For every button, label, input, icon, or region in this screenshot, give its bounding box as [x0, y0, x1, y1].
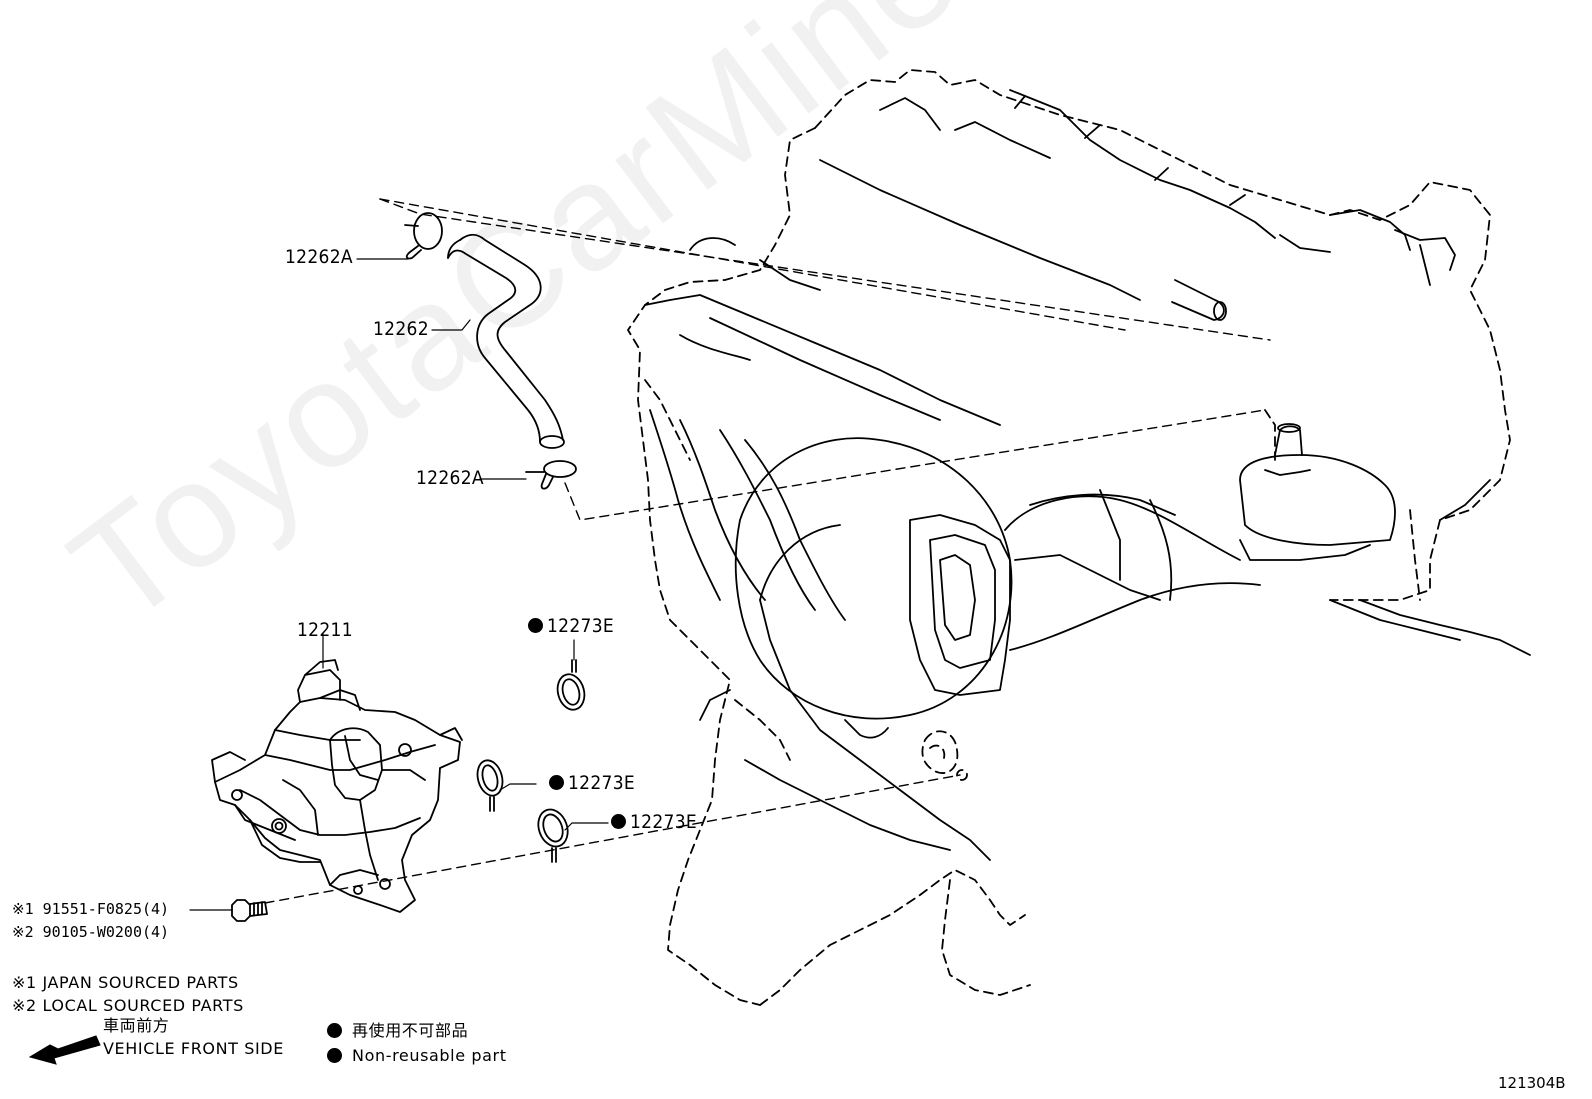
non-reusable-dot-icon	[327, 1023, 342, 1038]
note-local-sourced: ※2 LOCAL SOURCED PARTS	[12, 996, 244, 1015]
callout-12262a-lower: 12262A	[416, 467, 484, 489]
callout-bolt-japan: ※1 91551-F0825(4)	[12, 900, 170, 918]
front-side-label-jp: 車両前方	[103, 1016, 170, 1035]
callout-12262a-upper: 12262A	[285, 246, 353, 268]
non-reusable-dot-icon	[528, 618, 543, 633]
note-japan-sourced: ※1 JAPAN SOURCED PARTS	[12, 973, 239, 992]
gasket-12273e-3	[537, 808, 569, 863]
non-reusable-dot-icon	[327, 1048, 342, 1063]
engine-outline	[627, 69, 1511, 1006]
clamp-12262a-lower	[525, 460, 577, 490]
legend-non-reusable-en: Non-reusable part	[327, 1048, 507, 1064]
callout-12273e-2: 12273E	[549, 774, 635, 793]
non-reusable-dot-icon	[611, 814, 626, 829]
legend-non-reusable-jp: 再使用不可部品	[327, 1023, 468, 1039]
hose-12262	[447, 233, 565, 449]
leader-lines	[189, 258, 609, 911]
gasket-12273e-2	[476, 759, 504, 812]
non-reusable-dot-icon	[549, 775, 564, 790]
callout-12211: 12211	[297, 619, 353, 641]
arrow-left-icon	[28, 1035, 101, 1065]
front-side-label: VEHICLE FRONT SIDE	[103, 1039, 284, 1058]
engine-details	[644, 89, 1531, 861]
gasket-12273e-1	[556, 659, 586, 711]
callout-12273e-3: 12273E	[611, 813, 697, 832]
callout-12273e-1: 12273E	[528, 617, 614, 636]
bolt	[231, 899, 268, 922]
canister-12211	[211, 659, 463, 913]
clamp-12262a-upper	[404, 212, 443, 260]
assembly-lines	[264, 198, 1271, 904]
figure-id: 121304B	[1498, 1074, 1566, 1092]
callout-12262: 12262	[373, 318, 429, 340]
callout-bolt-local: ※2 90105-W0200(4)	[12, 923, 170, 941]
